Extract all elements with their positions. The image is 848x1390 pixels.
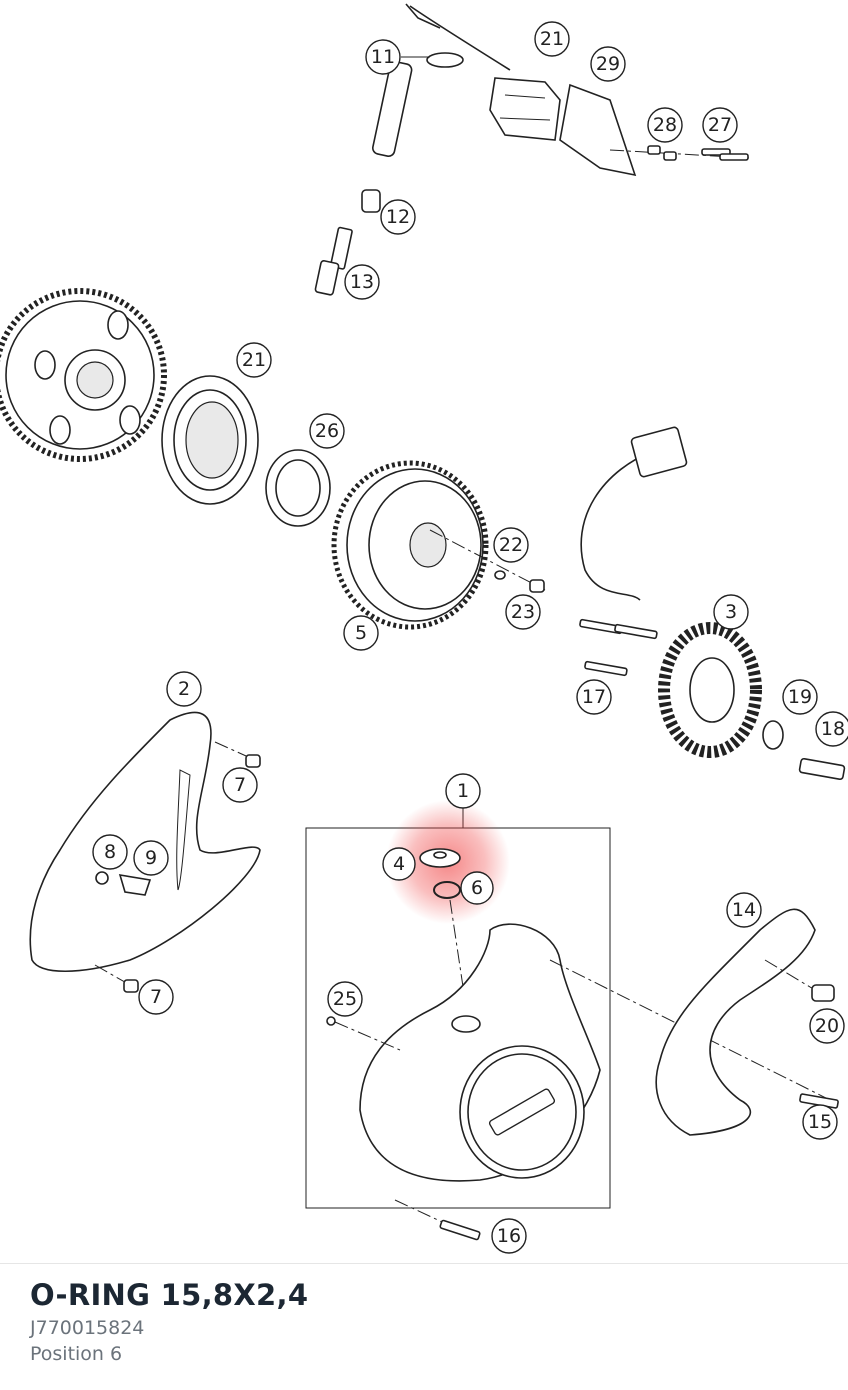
callout-26[interactable]: 25 xyxy=(327,981,363,1017)
callout-18-label: 18 xyxy=(821,718,845,740)
callout-24-label: 26 xyxy=(315,420,339,442)
exploded-parts-diagram: 11 21 29 28 27 12 13 21 26 22 23 5 3 17 … xyxy=(0,3,848,1254)
callout-25[interactable]: 27 xyxy=(702,107,738,143)
callout-17-label: 17 xyxy=(582,686,606,708)
callout-11[interactable]: 11 xyxy=(365,39,430,75)
callout-29[interactable]: 29 xyxy=(590,46,626,82)
callout-7-bottom[interactable]: 7 xyxy=(138,979,174,1015)
callout-4[interactable]: 5 xyxy=(343,615,379,651)
callout-14[interactable]: 14 xyxy=(726,892,762,928)
callout-13[interactable]: 13 xyxy=(344,264,380,300)
callout-12[interactable]: 12 xyxy=(380,199,416,235)
part-position: Position 6 xyxy=(30,1343,123,1365)
callout-24[interactable]: 26 xyxy=(309,413,345,449)
callout-2[interactable]: 2 xyxy=(166,671,202,707)
callout-17[interactable]: 17 xyxy=(576,679,612,715)
callout-7-top-label: 7 xyxy=(234,774,246,796)
callout-23[interactable]: 23 xyxy=(505,594,541,630)
callout-4-label: 5 xyxy=(355,622,367,644)
callout-7-top[interactable]: 7 xyxy=(222,767,258,803)
callout-27[interactable]: 21 xyxy=(534,21,570,57)
ignition-cover-group xyxy=(305,800,841,1241)
callout-23-label: 23 xyxy=(511,601,535,623)
callout-6-label: 6 xyxy=(471,877,483,899)
stator xyxy=(579,426,846,781)
callout-29-label: 29 xyxy=(596,53,620,75)
ignition-coil-assembly xyxy=(371,3,751,177)
callout-20[interactable]: 20 xyxy=(809,1008,845,1044)
callout-22-label: 22 xyxy=(499,534,523,556)
callout-8-label: 8 xyxy=(104,841,116,863)
callout-18[interactable]: 18 xyxy=(815,711,848,747)
callout-19[interactable]: 19 xyxy=(782,679,818,715)
callout-27-label: 21 xyxy=(540,28,564,50)
callout-26-label: 25 xyxy=(333,988,357,1010)
callout-20-label: 20 xyxy=(815,1015,839,1037)
callout-28[interactable]: 28 xyxy=(647,107,683,143)
callout-11-label: 11 xyxy=(371,46,395,68)
spark-plug-assembly xyxy=(314,189,381,296)
callout-7-bottom-label: 7 xyxy=(150,986,162,1008)
callout-16[interactable]: 16 xyxy=(491,1218,527,1254)
callout-28-label: 28 xyxy=(653,114,677,136)
callout-19-label: 19 xyxy=(788,686,812,708)
callout-14-label: 14 xyxy=(732,899,756,921)
callout-13-label: 13 xyxy=(350,271,374,293)
callout-16-label: 16 xyxy=(497,1225,521,1247)
callout-25-label: 27 xyxy=(708,114,732,136)
callout-21-label: 21 xyxy=(242,349,266,371)
callout-12-label: 12 xyxy=(386,206,410,228)
callout-5-label: 4 xyxy=(393,853,405,875)
callout-15-label: 15 xyxy=(808,1111,832,1133)
callout-9-label: 9 xyxy=(145,847,157,869)
rotor xyxy=(331,460,546,630)
callout-21[interactable]: 21 xyxy=(236,342,272,378)
part-title: O-RING 15,8X2,4 xyxy=(30,1278,309,1312)
freewheel xyxy=(161,375,259,505)
bushing xyxy=(265,449,331,527)
starter-gear xyxy=(0,288,167,462)
callout-1[interactable]: 1 xyxy=(445,773,481,809)
callout-1-label: 1 xyxy=(457,780,469,802)
callout-8[interactable]: 8 xyxy=(92,834,128,870)
callout-5[interactable]: 4 xyxy=(382,847,416,881)
callout-22[interactable]: 22 xyxy=(493,527,529,563)
cover-gasket xyxy=(29,711,261,993)
callout-3[interactable]: 3 xyxy=(713,594,749,630)
divider xyxy=(0,1263,848,1264)
callout-3-label: 3 xyxy=(725,601,737,623)
callout-2-label: 2 xyxy=(178,678,190,700)
callout-9[interactable]: 9 xyxy=(133,840,169,876)
callout-15[interactable]: 15 xyxy=(802,1104,838,1140)
callout-6[interactable]: 6 xyxy=(460,871,494,905)
part-number: J770015824 xyxy=(30,1317,145,1339)
